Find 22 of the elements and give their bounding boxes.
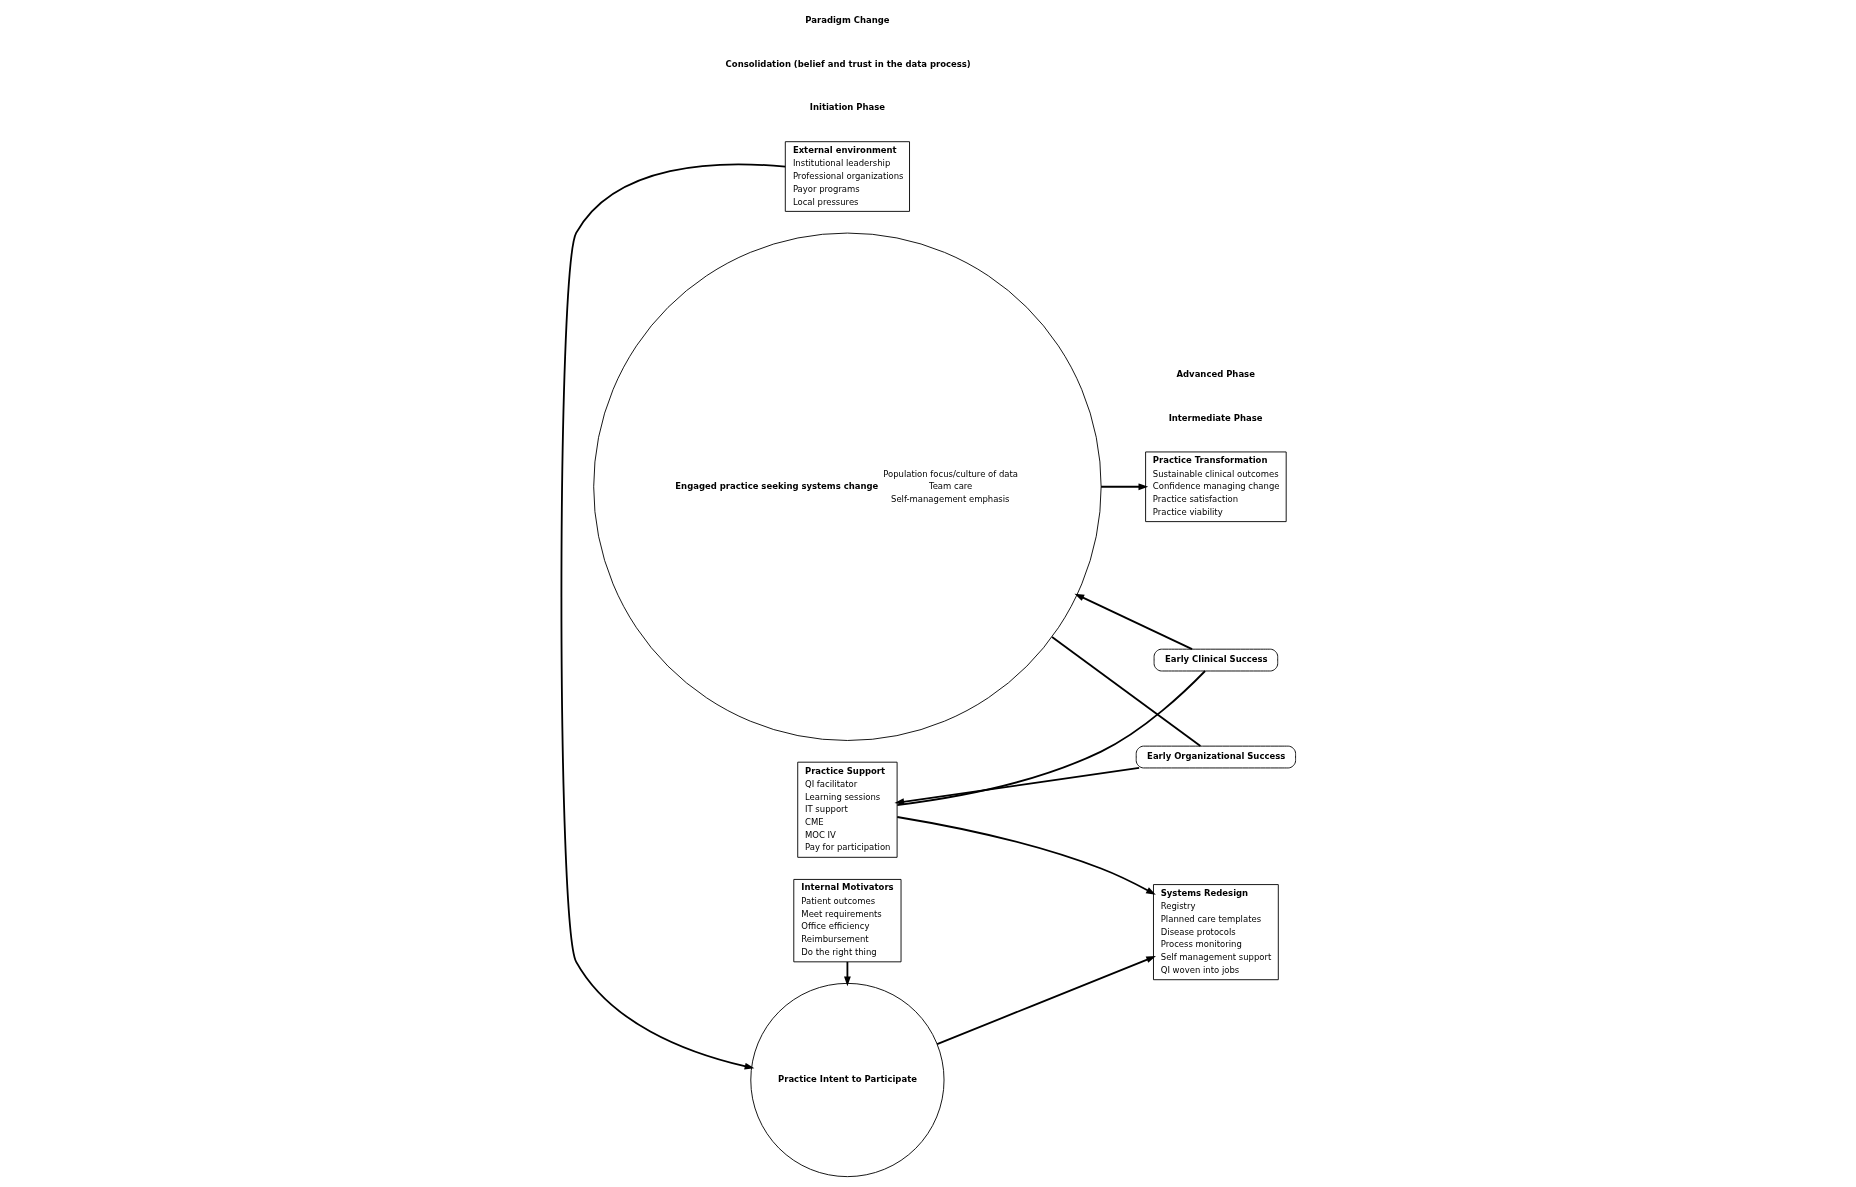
label: Initiation Phase [809,102,885,113]
label: Advanced Phase [1176,368,1255,379]
node-box: Practice Support QI facilitator Learning sessions IT support CME MOC IV Pay for participation [796,761,898,858]
node-box: Early Clinical Success [1153,648,1278,672]
arrow [560,163,786,1070]
arrow [893,767,1140,806]
label: Intermediate Phase [1168,412,1263,423]
connector [1050,636,1201,747]
arrow [895,816,1156,895]
arrow [1073,593,1193,651]
label: Consolidation (belief and trust in the data process) [725,58,971,69]
node-box: Systems Redesign Registry Planned care templates Disease protocols Process monitoring Self management support QI woven into jobs [1152,884,1279,981]
node-box: Internal Motivators Patient outcomes Meet requirements Office efficiency Reimbursement Do the right thing [792,878,901,963]
node-box: Early Organizational Success [1135,745,1296,769]
arrow [935,956,1156,1046]
connector [895,670,1206,806]
label: Paradigm Change [804,15,889,26]
arrow [1099,483,1148,491]
node-circle: Practice Intent to Participate [749,982,944,1178]
node-circle: Engaged practice seeking systems change Population focus/culture of data Team care Self-management emphasis [592,232,1102,741]
node-box: Practice Transformation Sustainable clinical outcomes Confidence managing change Practice satisfaction Practice viability [1144,451,1287,523]
node-box: External environment Institutional leadership Professional organizations Payor programs Local pressures [784,141,910,212]
